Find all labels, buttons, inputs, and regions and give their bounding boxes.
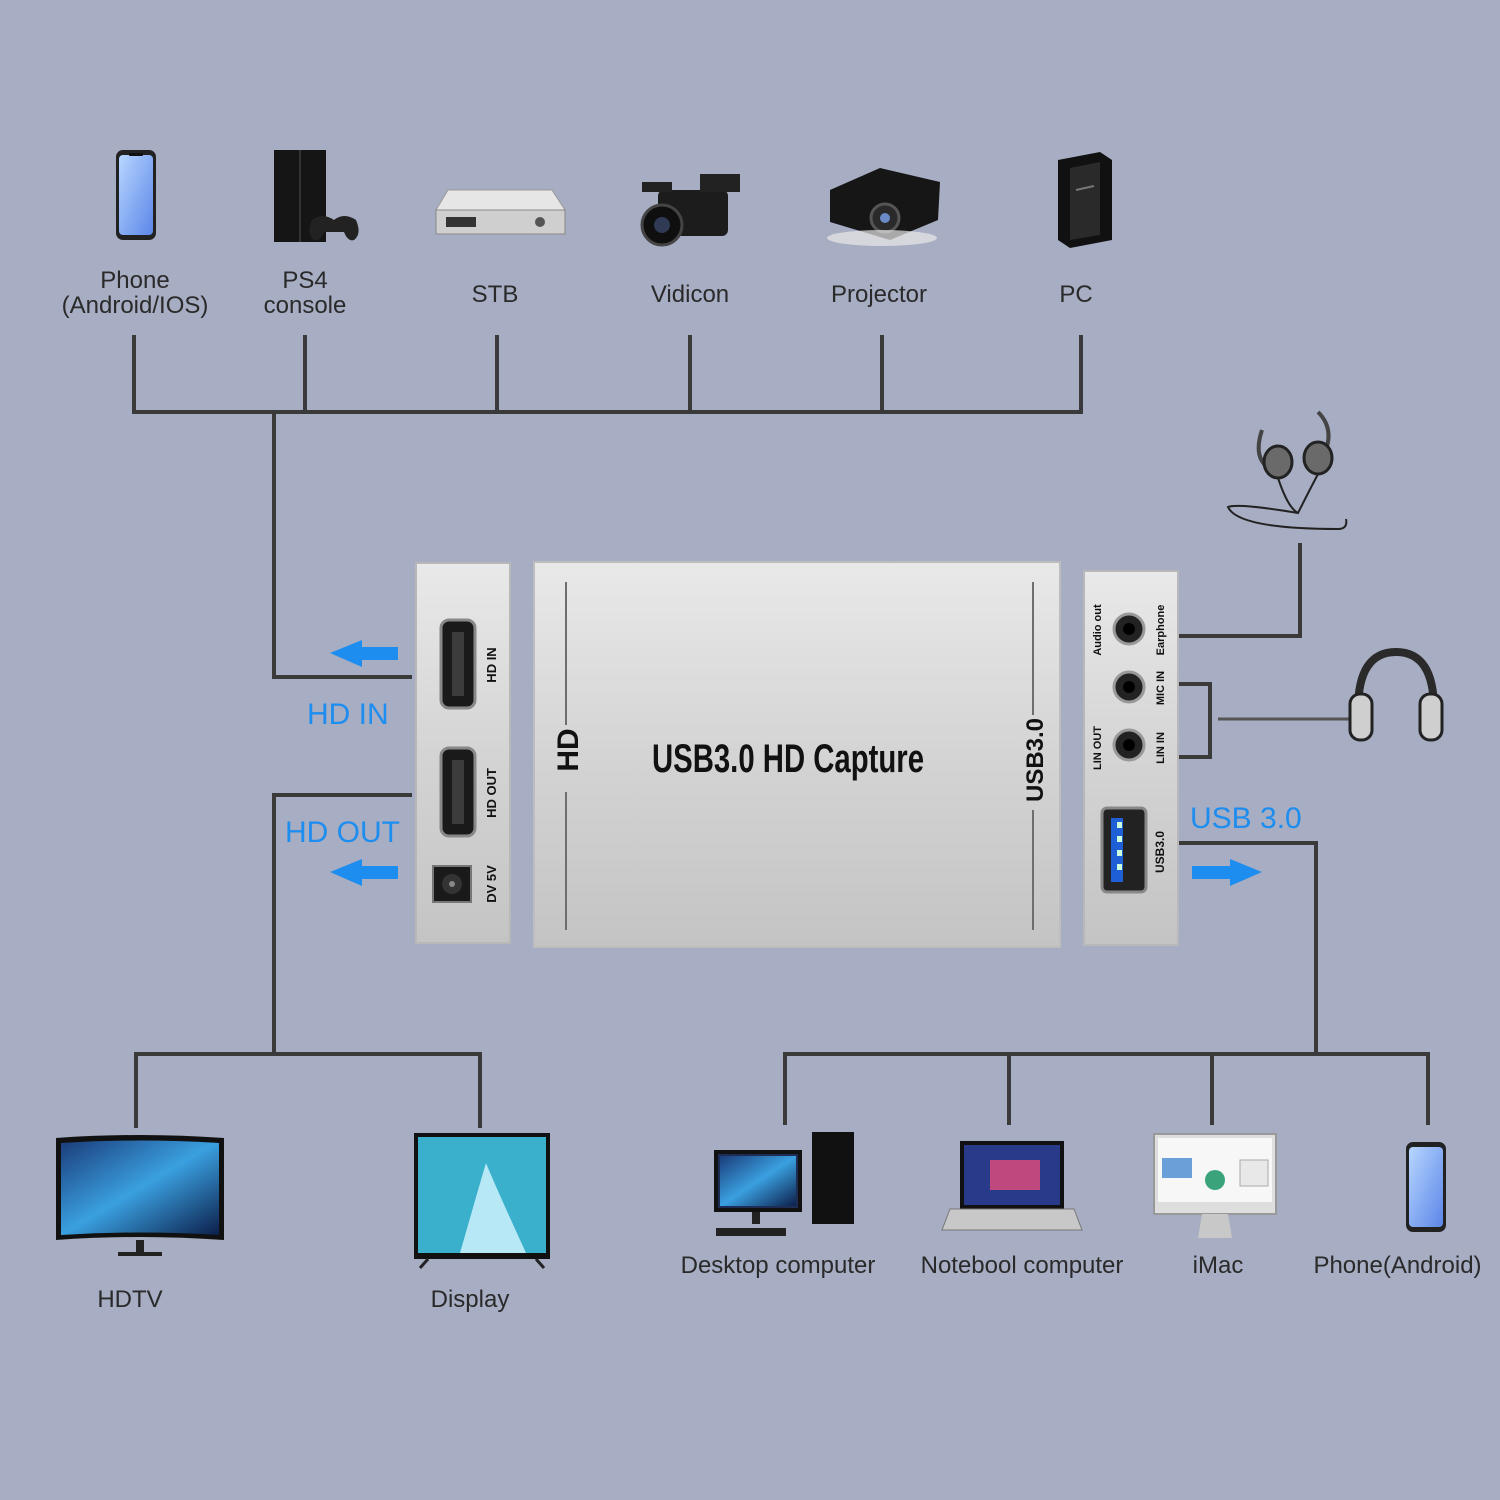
dc-port-label: DV 5V	[484, 865, 499, 903]
phone-icon	[1406, 1142, 1446, 1232]
hd-out-target-label: Display	[430, 1286, 510, 1313]
device-side-left-label: HD	[552, 728, 585, 771]
usb-target-label: Phone(Android)	[1313, 1252, 1482, 1279]
usb-label: USB 3.0	[1190, 802, 1302, 835]
arrow-icon	[1192, 859, 1262, 886]
curved-monitor-icon	[56, 1135, 224, 1256]
usb-port-label: USB3.0	[1153, 831, 1167, 873]
source-label: Phone (Android/IOS)	[61, 267, 209, 320]
arrow-icon	[330, 640, 398, 667]
hdmi-in-port	[439, 618, 477, 710]
source-label: PC	[1059, 281, 1093, 308]
usb-target-label: Desktop computer	[680, 1252, 876, 1279]
lin-in-label: LIN IN	[1155, 732, 1167, 764]
hdmi-out-port	[439, 746, 477, 838]
earphone-label: Earphone	[1155, 605, 1167, 656]
source-label: Projector	[830, 281, 928, 308]
laptop-icon	[941, 1141, 1083, 1231]
audio-jack-earphone	[1112, 612, 1146, 646]
usb-target-label: Notebool computer	[920, 1252, 1124, 1279]
source-label: Vidicon	[650, 281, 730, 308]
device-right-panel	[1083, 570, 1179, 946]
audio-out-label: Audio out	[1092, 604, 1104, 656]
usb3-port	[1100, 806, 1148, 894]
mic-in-label: MIC IN	[1155, 671, 1167, 705]
hd-in-port-label: HD IN	[484, 647, 499, 682]
audio-jack-mic	[1112, 670, 1146, 704]
camcorder-icon	[640, 174, 740, 247]
tv-display-icon	[414, 1133, 550, 1269]
headphones-icon	[1348, 647, 1444, 742]
desktop-computer-icon	[714, 1132, 854, 1236]
hd-out-port-label: HD OUT	[484, 768, 499, 818]
game-console-icon	[274, 150, 359, 242]
device-left-panel	[415, 562, 511, 944]
hd-in-label: HD IN	[307, 698, 389, 731]
lin-out-label: LIN OUT	[1092, 726, 1104, 770]
arrow-icon	[330, 859, 398, 886]
usb-target-label: iMac	[1192, 1252, 1244, 1279]
projector-icon	[827, 168, 940, 246]
dc-power-port	[432, 865, 472, 903]
device-side-right-label: USB3.0	[1022, 718, 1049, 802]
phone-icon	[116, 150, 156, 240]
device-title: USB3.0 HD Capture	[652, 737, 924, 781]
pc-tower-icon	[1058, 152, 1112, 248]
source-label: STB	[471, 281, 519, 308]
source-label: PS4 console	[263, 267, 347, 320]
audio-jack-line	[1112, 728, 1146, 762]
earphones-icon	[1226, 410, 1348, 531]
hd-out-target-label: HDTV	[97, 1286, 163, 1313]
hd-out-label: HD OUT	[285, 816, 400, 849]
device-main-body	[533, 561, 1061, 948]
imac-icon	[1153, 1133, 1277, 1238]
set-top-box-icon	[435, 189, 566, 235]
connector-lines	[132, 335, 1430, 1128]
